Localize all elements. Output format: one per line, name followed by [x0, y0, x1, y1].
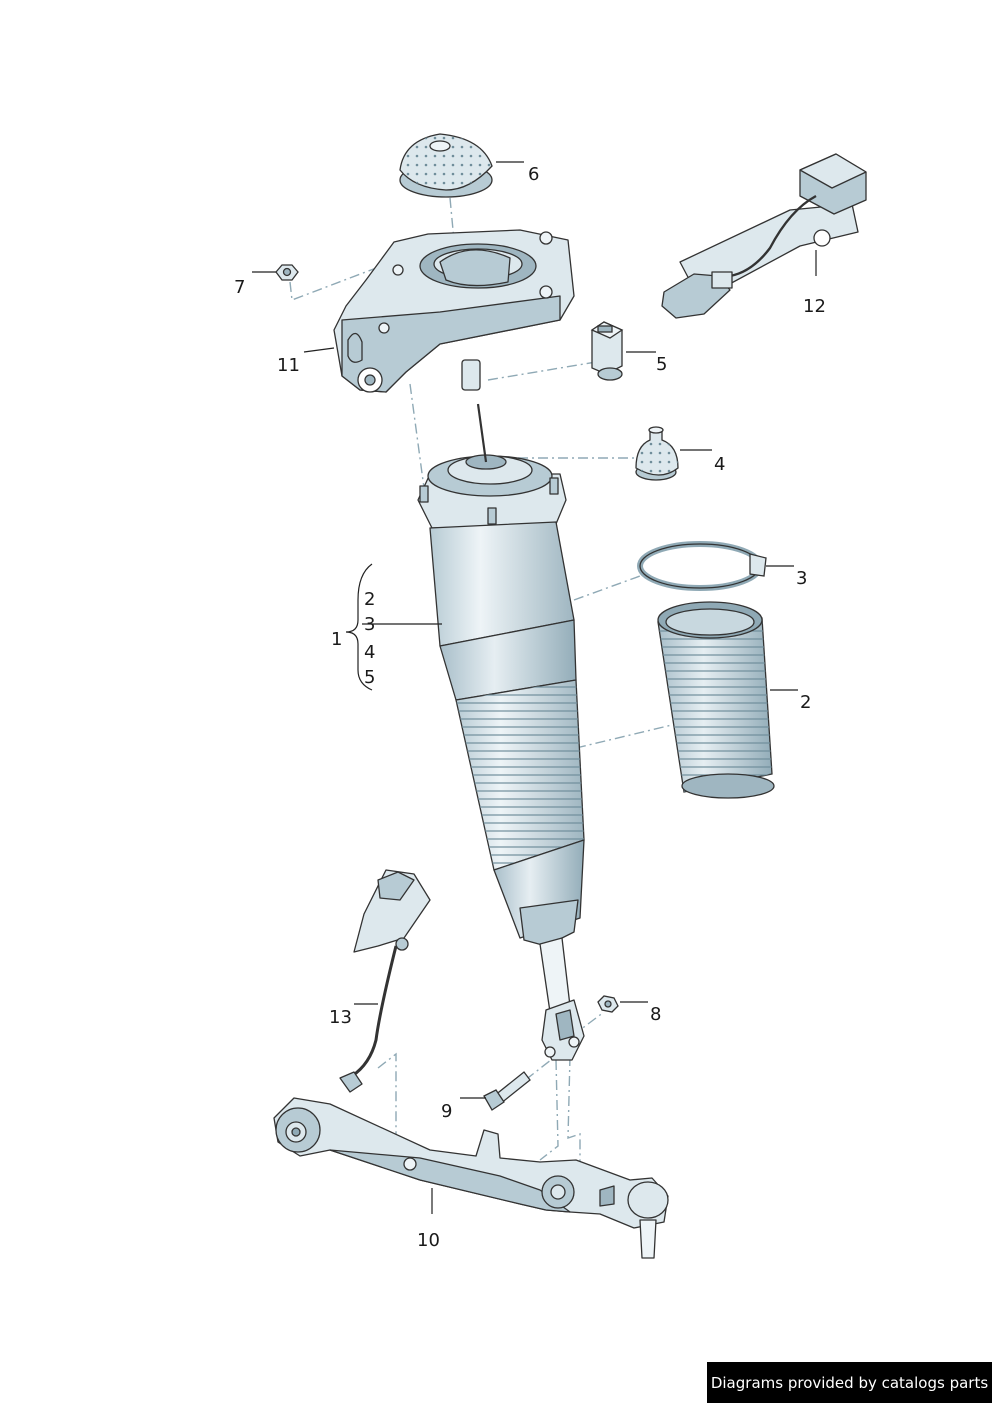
part-11-upper-mount-bracket: [333, 229, 575, 393]
group-item-3: 3: [364, 614, 376, 635]
group-item-5: 5: [364, 667, 376, 688]
callout-11: 11: [277, 355, 300, 376]
part-5-connector: [590, 321, 624, 381]
part-6-strut-mount-cap: [399, 133, 493, 198]
part-9-bolt: [483, 1071, 531, 1111]
callout-7: 7: [234, 277, 246, 298]
callout-10: 10: [417, 1230, 440, 1251]
leader-lines: [252, 161, 817, 1214]
callout-4: 4: [714, 454, 726, 475]
footer-credit-banner: Diagrams provided by catalogs parts: [707, 1362, 992, 1403]
callout-2: 2: [800, 692, 812, 713]
callout-1: 1: [331, 629, 343, 650]
part-13-level-sensor: [339, 869, 431, 1093]
part-7-nut: [275, 264, 299, 281]
callout-5: 5: [656, 354, 668, 375]
footer-credit-text: Diagrams provided by catalogs parts: [710, 1373, 989, 1392]
callout-8: 8: [650, 1004, 662, 1025]
callout-3: 3: [796, 568, 808, 589]
callout-9: 9: [441, 1101, 453, 1122]
callout-13: 13: [329, 1007, 352, 1028]
part-8-nut: [597, 995, 619, 1013]
part-2-air-bellows: [657, 601, 775, 799]
part-12-wiring-harness: [661, 153, 867, 319]
group-bracket: [345, 563, 373, 691]
part-10-control-arm: [273, 1097, 669, 1259]
callout-12: 12: [803, 296, 826, 317]
callout-6: 6: [528, 164, 540, 185]
part-1-air-strut: [417, 359, 585, 1061]
group-item-2: 2: [364, 589, 376, 610]
part-4-protective-cap: [635, 426, 679, 481]
part-3-clamp-band: [637, 541, 767, 591]
group-item-4: 4: [364, 642, 376, 663]
